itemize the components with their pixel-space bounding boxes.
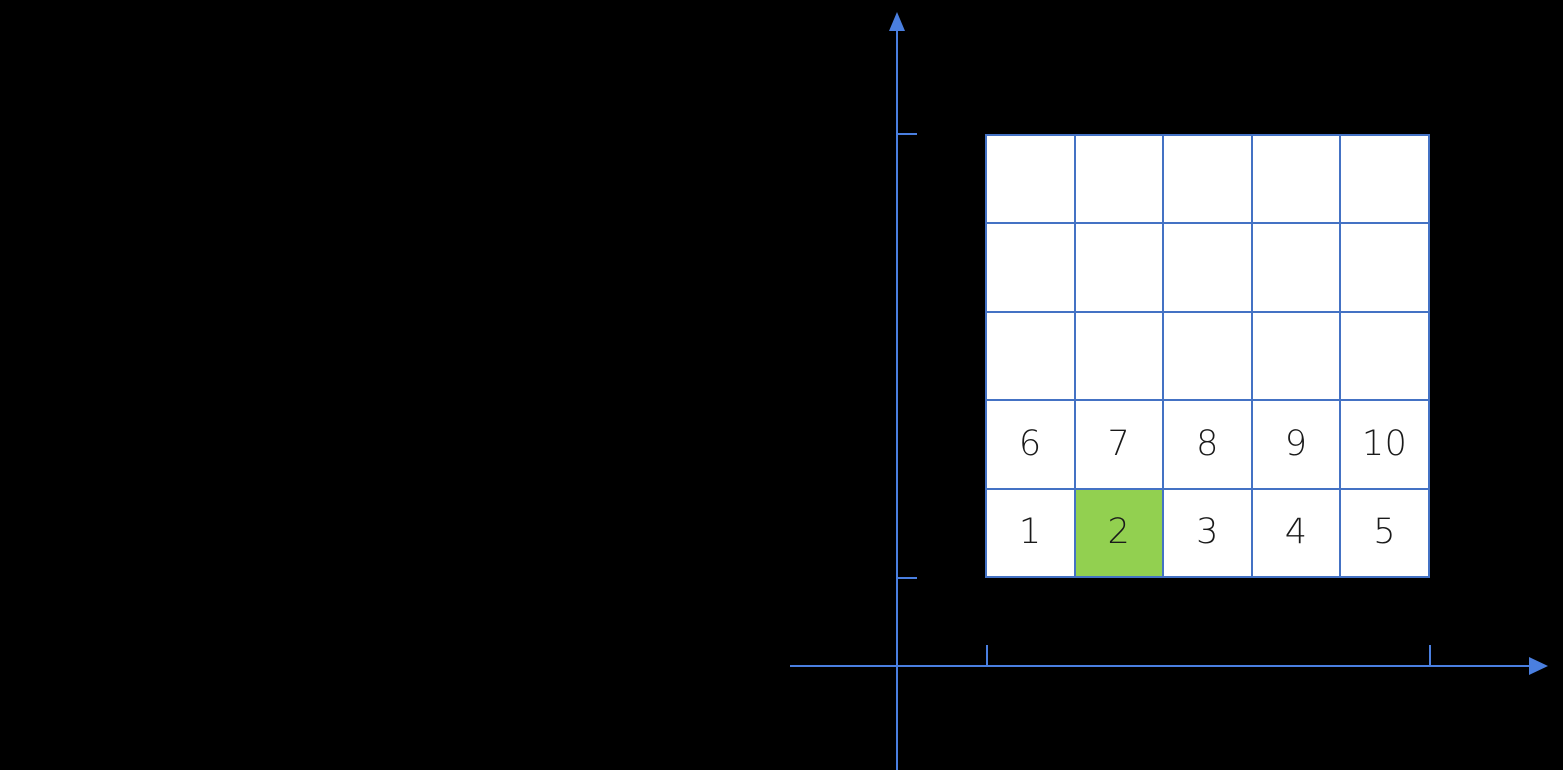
grid-cell-2[interactable]: 2 xyxy=(1075,489,1163,576)
x-axis-tick-right xyxy=(1429,645,1431,666)
x-axis-line xyxy=(790,665,1538,667)
grid-cell-9[interactable]: 9 xyxy=(1252,401,1340,488)
grid-cell-blank[interactable] xyxy=(1164,224,1251,311)
grid-cell-blank[interactable] xyxy=(1164,312,1251,400)
grid-cell-8[interactable]: 8 xyxy=(1164,401,1251,488)
grid-cell-7[interactable]: 7 xyxy=(1075,401,1163,488)
grid-cell-blank[interactable] xyxy=(1341,136,1428,223)
y-axis-tick-lower xyxy=(897,577,917,579)
grid-cell-10[interactable]: 10 xyxy=(1341,401,1428,488)
grid-cell-5[interactable]: 5 xyxy=(1341,489,1428,576)
x-axis-tick-left xyxy=(986,645,988,666)
grid-cell-3[interactable]: 3 xyxy=(1164,489,1251,576)
grid-cell-blank[interactable] xyxy=(1164,136,1251,223)
grid-cell-blank[interactable] xyxy=(1341,224,1428,311)
x-axis-arrow-icon xyxy=(1529,657,1548,675)
y-axis-arrow-icon xyxy=(889,12,905,31)
grid-cell-6[interactable]: 6 xyxy=(987,401,1074,488)
grid-cell-blank[interactable] xyxy=(1252,312,1340,400)
grid-cell-blank[interactable] xyxy=(1341,312,1428,400)
grid-cell-blank[interactable] xyxy=(1252,224,1340,311)
grid-cell-blank[interactable] xyxy=(1252,136,1340,223)
grid-cell-1[interactable]: 1 xyxy=(987,489,1074,576)
y-axis-line xyxy=(896,20,898,770)
grid-cell-4[interactable]: 4 xyxy=(1252,489,1340,576)
grid-cell-blank[interactable] xyxy=(1075,312,1163,400)
grid-cell-blank[interactable] xyxy=(1075,136,1163,223)
y-axis-tick-upper xyxy=(897,133,917,135)
grid-cell-blank[interactable] xyxy=(1075,224,1163,311)
grid-cell-blank[interactable] xyxy=(987,136,1074,223)
grid-cell-blank[interactable] xyxy=(987,312,1074,400)
grid-cell-blank[interactable] xyxy=(987,224,1074,311)
